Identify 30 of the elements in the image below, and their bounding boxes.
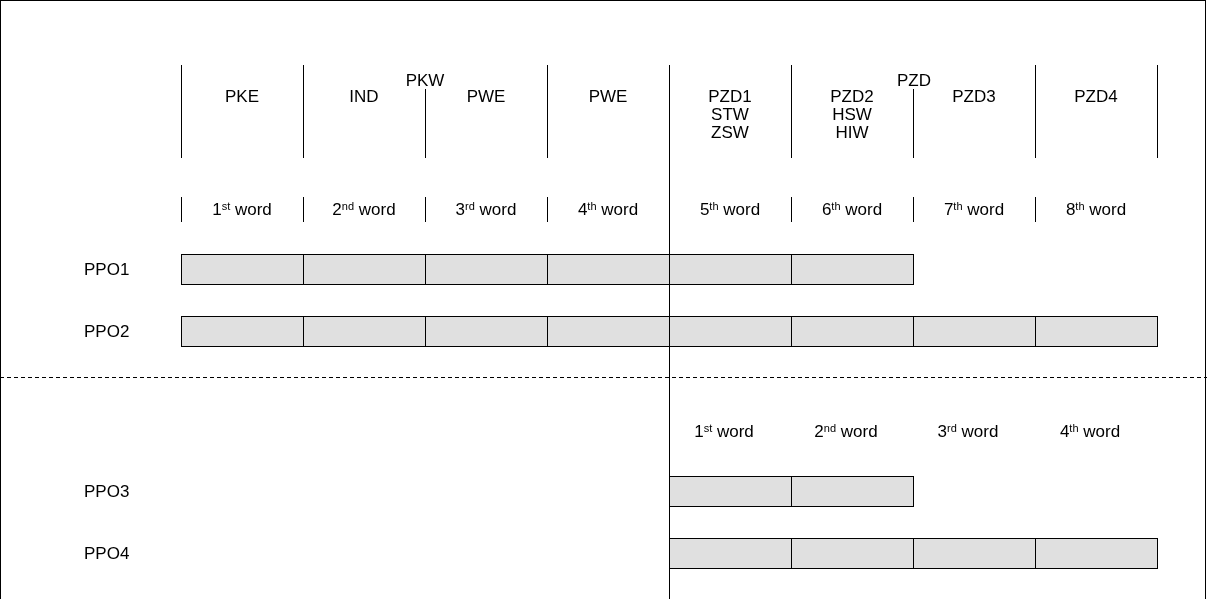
word-label: 3$^{rd}$ word xyxy=(937,422,999,440)
word-label: 6$^{th}$ word xyxy=(821,200,883,218)
column-header: PZD2 xyxy=(830,87,874,105)
column-header: HIW xyxy=(835,123,869,141)
column-header: STW xyxy=(711,105,749,123)
word-label: 1$^{st}$ word xyxy=(212,200,272,218)
column-header: IND xyxy=(349,87,379,105)
column-header: PZD1 xyxy=(708,87,752,105)
column-header: PWE xyxy=(588,87,628,105)
word-label: 2$^{nd}$ word xyxy=(814,422,878,440)
column-header: ZSW xyxy=(711,123,749,141)
row-label: PPO4 xyxy=(84,544,130,562)
column-header: PWE xyxy=(466,87,506,105)
group-header: PKW xyxy=(405,71,445,89)
word-label: 2$^{nd}$ word xyxy=(332,200,396,218)
column-header: PZD4 xyxy=(1074,87,1118,105)
row-label: PPO3 xyxy=(84,482,130,500)
row-label: PPO2 xyxy=(84,322,130,340)
column-header: PKE xyxy=(225,87,259,105)
word-label: 1$^{st}$ word xyxy=(694,422,754,440)
word-label: 7$^{th}$ word xyxy=(943,200,1005,218)
group-header: PZD xyxy=(897,71,931,89)
word-label: 5$^{th}$ word xyxy=(699,200,761,218)
word-label: 4$^{th}$ word xyxy=(577,200,639,218)
word-label: 8$^{th}$ word xyxy=(1065,200,1127,218)
column-header: HSW xyxy=(832,105,872,123)
column-header: PZD3 xyxy=(952,87,996,105)
row-label: PPO1 xyxy=(84,260,130,278)
word-label: 3$^{rd}$ word xyxy=(455,200,517,218)
word-label: 4$^{th}$ word xyxy=(1059,422,1121,440)
